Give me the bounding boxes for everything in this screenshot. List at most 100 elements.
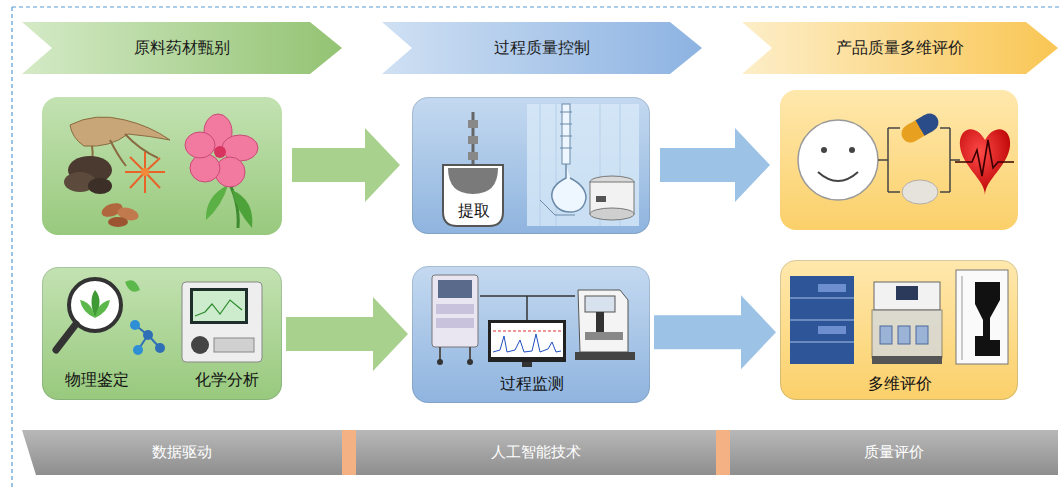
stage-title: 产品质量多维评价 (836, 38, 964, 58)
extraction-illustration (448, 168, 498, 194)
panel-fill (412, 97, 650, 234)
efficacy-illustration (950, 159, 960, 161)
monitoring-illustration (469, 347, 471, 360)
stage-chevron: 过程质量控制 (382, 22, 702, 74)
efficacy-illustration (818, 172, 858, 181)
process-panel: 多维评价 (780, 260, 1018, 400)
monitoring-illustration (493, 334, 561, 352)
band-label: 数据驱动 (152, 443, 212, 462)
panel-fill (42, 97, 282, 235)
herb-illustration (70, 117, 170, 146)
block-arrow (654, 295, 776, 369)
identification-illustration (182, 282, 262, 362)
evaluation-illustration (962, 276, 963, 360)
herb-illustration (214, 146, 226, 158)
herb-illustration (64, 114, 258, 228)
herb-illustration (141, 168, 149, 176)
efficacy-illustration (821, 147, 827, 153)
block-arrow (660, 128, 770, 202)
efficacy-illustration (898, 110, 942, 146)
extraction-illustration (596, 196, 606, 202)
dashed-frame (11, 7, 12, 487)
stage-chevron: 原料药材甄别 (22, 22, 342, 74)
evaluation-illustration (818, 326, 846, 334)
identification-illustration (80, 300, 95, 318)
herb-illustration (206, 185, 228, 220)
efficacy-illustration (878, 159, 888, 161)
evaluation-illustration (790, 320, 854, 321)
identification-illustration (133, 345, 143, 355)
evaluation-illustration (956, 270, 1008, 364)
identification-illustration (193, 291, 245, 321)
block-arrow (286, 297, 408, 371)
panel-fill (412, 266, 650, 403)
monitoring-illustration (439, 347, 441, 360)
herb-illustration (190, 154, 220, 182)
efficacy-illustration (798, 120, 878, 200)
herb-illustration (185, 114, 258, 187)
identification-illustration (190, 288, 248, 324)
stage-chevron: 产品质量多维评价 (742, 22, 1058, 74)
stage-title: 过程质量控制 (494, 38, 590, 58)
evaluation-illustration (790, 298, 854, 342)
panel-label: 化学分析 (195, 370, 259, 390)
herb-illustration (185, 132, 215, 158)
evaluation-illustration (872, 310, 942, 358)
monitoring-illustration (467, 359, 473, 365)
efficacy-illustration (916, 110, 942, 136)
process-panel: 物理鉴定 化学分析 (42, 267, 282, 400)
monitoring-illustration (438, 280, 472, 298)
evaluation-illustration (818, 284, 846, 292)
evaluation-illustration (898, 326, 910, 344)
band-separator (716, 430, 730, 475)
evaluation-illustration (880, 326, 928, 344)
panel-fill (42, 267, 282, 400)
extraction-illustration (540, 200, 575, 215)
dashed-frame (12, 7, 1059, 487)
efficacy-illustration (887, 128, 889, 192)
evaluation-illustration (896, 286, 918, 300)
monitoring-illustration (432, 275, 478, 347)
evaluation-illustration (790, 342, 854, 343)
foundation-band: 质量评价 (730, 430, 1058, 475)
extraction-illustration (540, 104, 541, 226)
extraction-illustration (443, 165, 503, 226)
process-panel: 提取 (412, 97, 650, 234)
identification-illustration (56, 324, 76, 350)
monitoring-illustration (491, 323, 563, 357)
identification-illustration (214, 338, 254, 352)
evaluation-illustration (880, 326, 892, 344)
herb-illustration (232, 190, 252, 228)
evaluation-illustration (790, 276, 854, 364)
extraction-illustration (560, 112, 572, 148)
monitoring-illustration (578, 290, 628, 352)
panel-label: 物理鉴定 (65, 370, 129, 390)
extraction-illustration (552, 164, 586, 212)
evaluation-illustration (975, 282, 1000, 356)
monitoring-illustration (480, 296, 575, 320)
identification-illustration (130, 320, 140, 330)
efficacy-illustration (940, 127, 950, 129)
efficacy-illustration (798, 110, 1014, 204)
monitoring-illustration (575, 352, 635, 360)
monitoring-illustration (526, 296, 528, 320)
extraction-illustration (468, 152, 478, 160)
monitoring-illustration (488, 320, 566, 362)
efficacy-illustration (888, 127, 900, 129)
herb-illustration (88, 178, 112, 194)
foundation-band: 数据驱动 (22, 430, 342, 475)
panel-fill (42, 90, 1018, 403)
monitoring-illustration (436, 304, 474, 314)
monitoring-illustration (596, 312, 604, 332)
evaluation-illustration (916, 326, 928, 344)
efficacy-illustration (902, 180, 938, 204)
evaluation-illustration (790, 270, 1008, 364)
band-label: 人工智能技术 (491, 443, 581, 462)
evaluation-illustration (874, 282, 940, 310)
extraction-illustration (562, 104, 570, 164)
efficacy-illustration (888, 191, 900, 193)
extraction-illustration (556, 104, 557, 226)
evaluation-illustration (872, 356, 942, 364)
identification-illustration (191, 336, 209, 354)
foundation-band: 人工智能技术 (356, 430, 716, 475)
